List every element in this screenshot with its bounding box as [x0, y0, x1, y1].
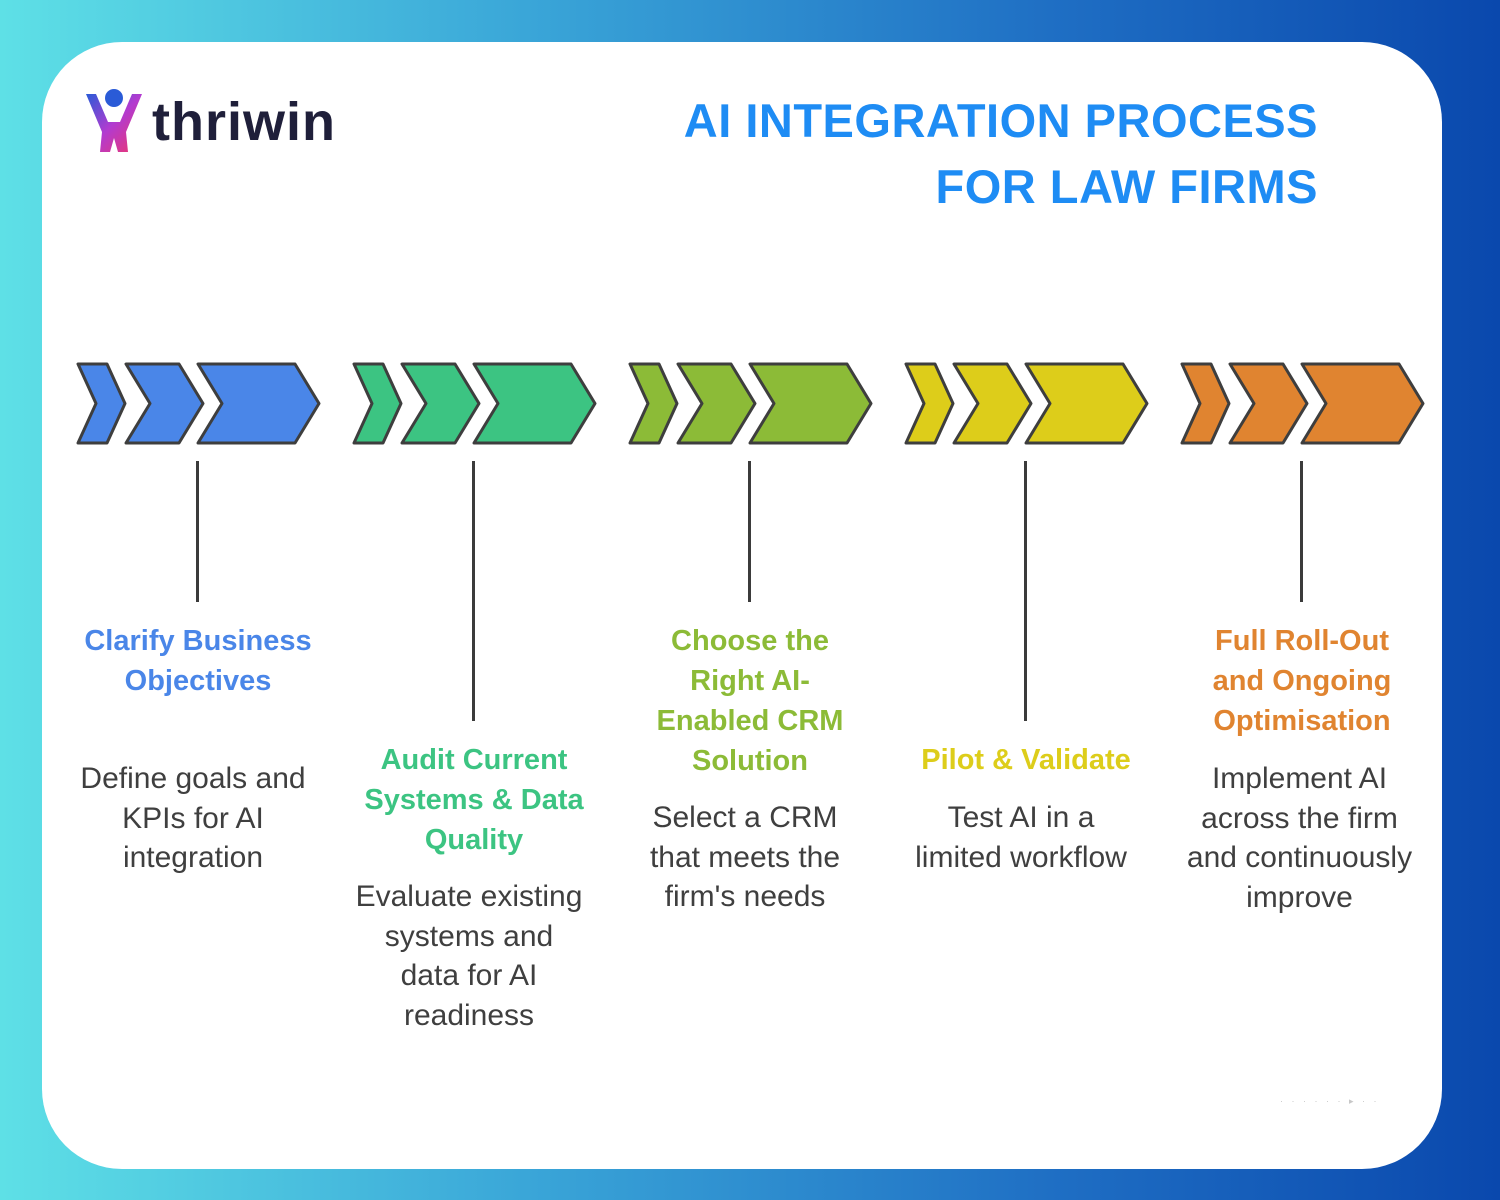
connector-line-2 [472, 461, 475, 721]
step-4-chevron-3 [1024, 362, 1149, 445]
step-5-chevron-3 [1300, 362, 1425, 445]
connector-line-3 [748, 461, 751, 602]
watermark: · · · · · · ▸ · · [1280, 1096, 1380, 1106]
process-chevrons [76, 362, 1425, 445]
step-2-chevron-2 [400, 362, 481, 445]
title-line-1: AI INTEGRATION PROCESS [683, 94, 1318, 147]
step-3-heading: Choose the Right AI-Enabled CRM Solution [656, 625, 844, 777]
step-1-chevron-3 [196, 362, 321, 445]
step-5-heading: Full Roll-Out and Ongoing Optimisation [1212, 625, 1392, 737]
connector-line-4 [1024, 461, 1027, 721]
infographic-card: thriwin AI INTEGRATION PROCESS FOR LAW F… [42, 42, 1442, 1169]
step-5-chevron-2 [1228, 362, 1309, 445]
step-1-heading: Clarify Business Objectives [84, 625, 312, 697]
step-4-chevron-1 [904, 362, 955, 445]
brand-logo: thriwin [82, 86, 336, 158]
step-3-chevron-1 [628, 362, 679, 445]
step-3-chevron-3 [748, 362, 873, 445]
step-2-chevron-1 [352, 362, 403, 445]
title-line-2: FOR LAW FIRMS [935, 160, 1318, 213]
brand-wordmark: thriwin [152, 92, 336, 152]
step-4-heading: Pilot & Validate [921, 744, 1131, 776]
person-raising-arms-icon [86, 89, 142, 152]
step-3-description: Select a CRM that meets the firm's needs [649, 801, 841, 913]
step-1-chevron-2 [124, 362, 205, 445]
step-1-chevron-1 [76, 362, 127, 445]
step-2-description: Evaluate existing systems and data for A… [355, 880, 583, 1032]
step-4-description: Test AI in a limited workflow [915, 801, 1127, 874]
step-3-chevron-2 [676, 362, 757, 445]
connector-line-1 [196, 461, 199, 602]
page-title: AI INTEGRATION PROCESS FOR LAW FIRMS [684, 88, 1318, 220]
step-2-heading: Audit Current Systems & Data Quality [364, 744, 584, 856]
step-5-chevron-1 [1180, 362, 1231, 445]
connector-line-5 [1300, 461, 1303, 602]
step-1-description: Define goals and KPIs for AI integration [80, 762, 306, 874]
step-2-chevron-3 [472, 362, 597, 445]
step-5-description: Implement AI across the firm and continu… [1186, 762, 1413, 914]
step-4-chevron-2 [952, 362, 1033, 445]
